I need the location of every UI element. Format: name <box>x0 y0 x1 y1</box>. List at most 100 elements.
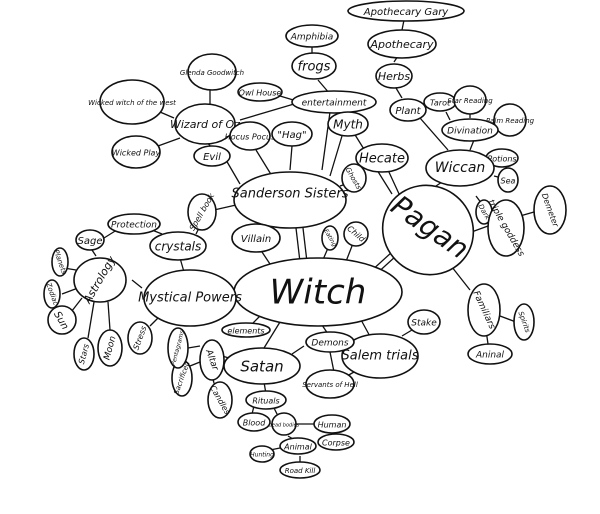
node-villain[interactable]: Villain <box>231 223 281 253</box>
node-palm-reading[interactable]: Palm Reading <box>486 103 535 137</box>
node-rituals[interactable]: Rituals <box>245 390 287 410</box>
node-servants-of-hell[interactable]: Servants of Hell <box>302 369 358 399</box>
node-entertainment[interactable]: entertainment <box>291 90 377 114</box>
node-sea[interactable]: Sea <box>497 167 519 193</box>
node-animal-familiar[interactable]: Aninal <box>467 343 513 365</box>
node-astrology[interactable]: Astrology <box>73 254 127 307</box>
node-wicked-witch[interactable]: Wicked witch of the west <box>88 79 176 125</box>
node-zodiac[interactable]: Zodiac <box>43 279 61 309</box>
node-crystals[interactable]: crystals <box>149 231 207 261</box>
node-label: Palm Reading <box>486 117 535 125</box>
node-sun[interactable]: Sun <box>47 305 77 335</box>
node-label: Hunting <box>250 452 274 459</box>
node-road-kill[interactable]: Road Kill <box>279 461 321 479</box>
node-hag[interactable]: "Hag" <box>271 121 313 147</box>
node-hunting[interactable]: Hunting <box>249 445 275 463</box>
node-label: Owl House <box>239 89 282 98</box>
edge-satan-demons <box>291 345 305 355</box>
node-dark[interactable]: Dark <box>475 199 493 225</box>
node-label: Hocus Pocus <box>225 133 275 142</box>
node-owl-house[interactable]: Owl House <box>237 82 283 102</box>
node-label: Hecate <box>359 152 405 167</box>
edge-wiccan-plant <box>419 117 449 151</box>
node-mystical-powers[interactable]: Mystical Powers <box>138 269 242 327</box>
node-corpse[interactable]: Corpse <box>317 433 355 451</box>
node-animal[interactable]: Animal <box>279 437 317 455</box>
node-label: Blood <box>243 419 267 428</box>
node-salem-trials[interactable]: Salem trials <box>341 333 419 379</box>
node-label: Wicked Play <box>112 149 161 158</box>
node-label: Wicked witch of the west <box>88 99 176 107</box>
node-frogs[interactable]: frogs <box>291 52 337 80</box>
node-sacrifice[interactable]: Sacrificed <box>171 359 193 397</box>
edge-sanderson-myth <box>329 135 343 177</box>
node-pentagrams[interactable]: Pentagrams <box>167 327 189 369</box>
node-demeter[interactable]: Demeter <box>533 185 567 235</box>
node-amphibia[interactable]: Amphibia <box>285 24 339 48</box>
node-stars[interactable]: Stars <box>73 337 95 371</box>
node-demons[interactable]: Demons <box>305 331 355 353</box>
node-altar[interactable]: Altar <box>199 339 225 381</box>
node-label: crystals <box>155 240 202 254</box>
node-wiccan[interactable]: Wiccan <box>425 149 495 187</box>
node-plant[interactable]: Plant <box>389 98 427 122</box>
node-glenda[interactable]: Glenda Goodwitch <box>180 53 244 91</box>
node-label: Wizard of Oz <box>170 118 240 131</box>
node-child[interactable]: Child <box>343 221 369 247</box>
node-star-reading[interactable]: Star Reading <box>447 85 493 115</box>
node-spirits[interactable]: Spirits <box>513 303 535 341</box>
node-satan[interactable]: Satan <box>223 347 301 385</box>
node-triple-goddess[interactable]: triple goddess <box>485 198 526 259</box>
node-ghosts[interactable]: Ghosts <box>341 163 367 193</box>
node-label: Salem trials <box>341 349 418 364</box>
node-protection[interactable]: Protection <box>107 213 161 235</box>
node-stake[interactable]: Stake <box>407 309 441 335</box>
node-divination[interactable]: Divination <box>441 118 499 142</box>
node-human[interactable]: Human <box>313 414 351 434</box>
edge-witch-sanderson-2 <box>302 227 308 263</box>
node-label: Rituals <box>252 397 279 406</box>
node-witch[interactable]: Witch <box>233 257 403 327</box>
node-hocus-pocus[interactable]: Hocus Pocus <box>225 121 275 151</box>
edge-sanderson-evil <box>225 159 241 185</box>
node-label: Stake <box>411 319 437 329</box>
edge-astrology-sage <box>91 249 97 257</box>
node-blood[interactable]: Blood <box>237 412 271 432</box>
edge-astrology-moon <box>107 301 111 331</box>
node-label: elements <box>227 327 264 336</box>
node-label: Corpse <box>322 439 350 448</box>
node-myth[interactable]: Myth <box>327 111 369 137</box>
edge-wizard-wickedplay <box>157 137 181 147</box>
node-label: Demons <box>311 339 348 349</box>
node-stress[interactable]: Stress <box>127 321 153 355</box>
node-sanderson-sisters[interactable]: Sanderson Sisters <box>232 171 349 229</box>
node-apothecary-gary[interactable]: Apothecary Gary <box>347 0 465 22</box>
edge-sanderson-spellbook <box>213 204 237 211</box>
node-elements[interactable]: elements <box>221 322 271 338</box>
node-label: Human <box>318 421 347 430</box>
node-label: Animal <box>283 443 312 452</box>
node-label: Servants of Hell <box>302 381 358 389</box>
node-familiars[interactable]: Familiars <box>467 283 501 337</box>
node-label: Potions <box>487 155 516 164</box>
node-evil[interactable]: Evil <box>193 145 231 167</box>
node-label: entertainment <box>302 99 367 109</box>
node-planets[interactable]: Planets <box>51 247 69 277</box>
node-dead-bodies[interactable]: dead bodies <box>269 412 300 436</box>
node-hecate[interactable]: Hecate <box>355 143 409 173</box>
node-pagan[interactable]: Pagan <box>365 168 491 293</box>
node-sage[interactable]: Sage <box>75 229 105 251</box>
node-label: Sea <box>501 177 516 186</box>
node-herbs[interactable]: Herbs <box>375 63 413 89</box>
node-spell-book[interactable]: Spell book <box>187 191 217 232</box>
node-wizard-of-oz[interactable]: Wizard of Oz <box>170 103 240 145</box>
node-label: frogs <box>298 60 331 75</box>
node-eating[interactable]: Eating <box>321 225 339 251</box>
node-moon[interactable]: Moon <box>97 329 123 367</box>
node-label: Protection <box>111 221 157 231</box>
node-apothecary[interactable]: Apothecary <box>367 29 437 59</box>
node-candles[interactable]: Candles <box>207 381 233 419</box>
node-label: Herbs <box>378 70 411 83</box>
node-wicked-play[interactable]: Wicked Play <box>111 135 161 169</box>
